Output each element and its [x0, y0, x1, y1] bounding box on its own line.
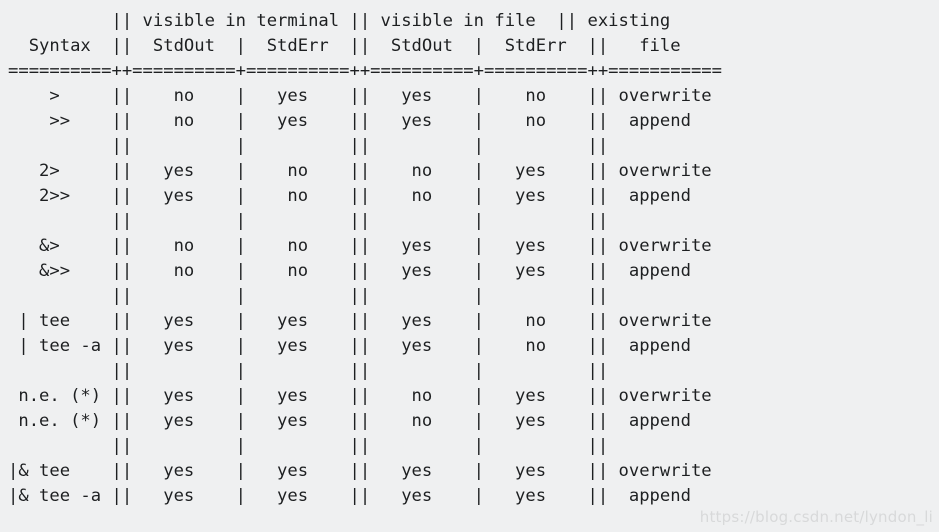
redirection-syntax-table: || visible in terminal || visible in fil… [8, 11, 722, 506]
watermark-url: https://blog.csdn.net/lyndon_li [699, 508, 933, 526]
